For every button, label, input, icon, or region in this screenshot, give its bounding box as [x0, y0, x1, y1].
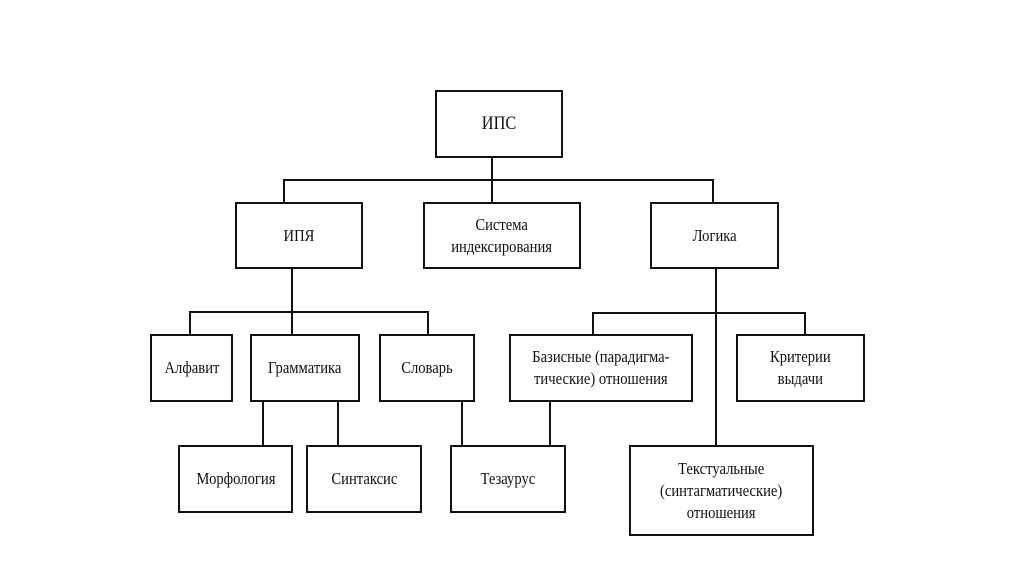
node-thesaurus: Тезаурус: [450, 445, 566, 513]
node-label: Морфология: [195, 469, 275, 488]
node-alphabet: Алфавит: [150, 334, 233, 402]
edge-to-alphabet: [189, 311, 191, 335]
node-label: Логика: [692, 225, 737, 245]
node-ipya: ИПЯ: [235, 202, 363, 269]
edge-level1-bus: [283, 179, 714, 181]
node-logic: Логика: [650, 202, 779, 269]
node-label-line: тические) отношения: [534, 369, 668, 388]
node-criteria: Критерии выдачи: [736, 334, 865, 402]
node-label: Тезаурус: [480, 469, 536, 488]
node-label-line: Текстуальные: [678, 458, 765, 478]
node-syntax: Синтаксис: [306, 445, 422, 513]
edge-ipya-down: [291, 267, 293, 313]
node-label: Синтаксис: [330, 469, 398, 488]
edge-root-down: [491, 157, 493, 181]
node-label: ИПС: [481, 113, 517, 134]
edge-ipya-bus: [189, 311, 429, 313]
edge-to-grammar: [291, 311, 293, 335]
node-ips: ИПС: [435, 90, 563, 158]
node-label: Грамматика: [268, 358, 342, 377]
node-dictionary: Словарь: [379, 334, 475, 402]
edge-to-indexing: [491, 179, 493, 203]
edge-to-logic: [712, 179, 714, 203]
edge-grammar-syntax: [337, 400, 339, 446]
node-indexing-system: Система индексирования: [423, 202, 581, 269]
node-label: ИПЯ: [283, 225, 315, 245]
edge-basic-thesaurus: [549, 400, 551, 446]
node-textual-relations: Текстуальные (синтагматические) отношени…: [629, 445, 814, 536]
edge-to-dictionary: [427, 311, 429, 335]
node-label-line: выдачи: [777, 369, 824, 388]
node-label-line: Базисные (парадигма-: [532, 347, 670, 366]
edge-logic-bus: [592, 312, 806, 314]
edge-logic-down: [715, 267, 717, 446]
node-basic-relations: Базисные (парадигма- тические) отношения: [509, 334, 693, 402]
node-label-line: (синтагматические): [660, 480, 783, 500]
edge-grammar-morphology: [262, 400, 264, 446]
edge-to-criteria: [804, 312, 806, 335]
edge-to-ipya: [283, 179, 285, 203]
node-label-line: Критерии: [770, 347, 831, 366]
node-morphology: Морфология: [178, 445, 293, 513]
node-label: Алфавит: [164, 358, 219, 377]
edge-dictionary-thesaurus: [461, 400, 463, 446]
node-label-line: Система: [475, 214, 529, 234]
node-grammar: Грамматика: [250, 334, 360, 402]
edge-to-basic-relations: [592, 312, 594, 335]
node-label-line: отношения: [687, 502, 756, 522]
node-label: Словарь: [401, 358, 453, 377]
node-label-line: индексирования: [451, 236, 553, 256]
